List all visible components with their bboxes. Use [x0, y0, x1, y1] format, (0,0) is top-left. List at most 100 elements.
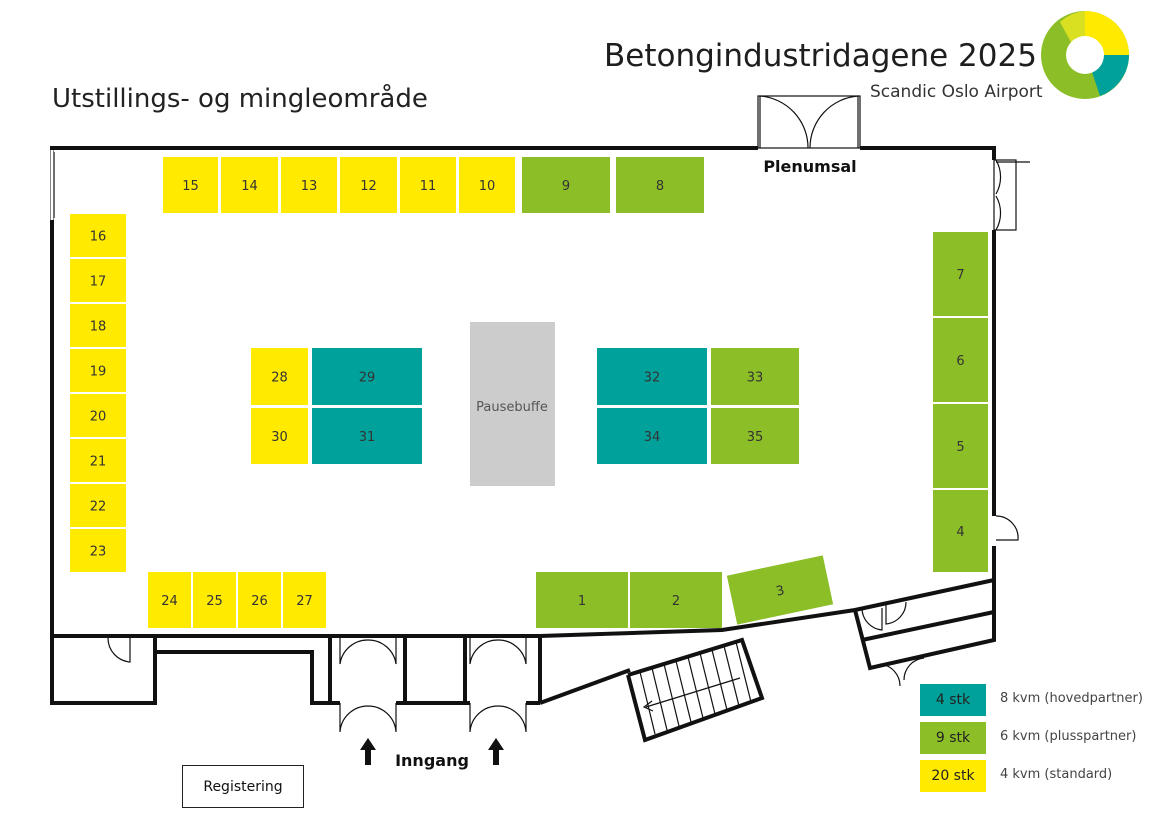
event-title: Betongindustridagene 2025: [604, 38, 1037, 74]
booth-12[interactable]: 12: [340, 157, 397, 213]
booth-31[interactable]: 31: [312, 408, 422, 464]
booth-rect: [536, 572, 628, 628]
booth-10[interactable]: 10: [459, 157, 515, 213]
booth-rect: [726, 555, 834, 625]
booth-15[interactable]: 15: [163, 157, 218, 213]
booth-rect: [221, 157, 278, 213]
arrow-up-icon: [360, 738, 376, 765]
doors: [50, 95, 1030, 733]
booth-number: 13: [301, 179, 318, 194]
staircase: [639, 641, 752, 735]
booth-4[interactable]: 4: [933, 490, 988, 572]
booth-rect: [70, 394, 126, 437]
booth-number: 27: [296, 594, 313, 609]
booth-5[interactable]: 5: [933, 404, 988, 488]
booth-rect: [70, 259, 126, 302]
booth-35[interactable]: 35: [711, 408, 799, 464]
booth-29[interactable]: 29: [312, 348, 422, 405]
booth-rect: [933, 404, 988, 488]
booth-rect: [459, 157, 515, 213]
buffet-label: Pausebuffe: [476, 400, 548, 415]
booth-6[interactable]: 6: [933, 318, 988, 402]
legend-label: 4 kvm (standard): [1000, 767, 1113, 782]
booth-rect: [193, 572, 236, 628]
booth-26[interactable]: 26: [238, 572, 281, 628]
legend-item-main-partner: 4 stk 8 kvm (hovedpartner): [920, 684, 1150, 716]
booth-7[interactable]: 7: [933, 232, 988, 316]
booth-17[interactable]: 17: [70, 259, 126, 302]
registration-desk: Registering: [182, 765, 304, 808]
booth-1[interactable]: 1: [536, 572, 628, 628]
booth-number: 23: [90, 545, 107, 560]
booth-rect: [933, 232, 988, 316]
legend-chip: 20 stk: [920, 760, 986, 792]
booth-8[interactable]: 8: [616, 157, 704, 213]
booth-9[interactable]: 9: [522, 157, 610, 213]
booth-number: 4: [956, 525, 964, 540]
legend-label: 6 kvm (plusspartner): [1000, 729, 1137, 744]
booth-11[interactable]: 11: [400, 157, 456, 213]
booth-28[interactable]: 28: [251, 348, 308, 405]
booth-24[interactable]: 24: [148, 572, 191, 628]
booth-number: 35: [747, 430, 764, 445]
booth-33[interactable]: 33: [711, 348, 799, 405]
booth-number: 9: [562, 179, 570, 194]
booth-number: 16: [90, 230, 107, 245]
legend-item-standard: 20 stk 4 kvm (standard): [920, 760, 1150, 792]
booth-number: 17: [90, 275, 107, 290]
booth-16[interactable]: 16: [70, 214, 126, 257]
booth-rect: [70, 439, 126, 482]
booth-rect: [70, 529, 126, 572]
booth-number: 31: [359, 430, 376, 445]
booth-number: 1: [578, 594, 586, 609]
booth-18[interactable]: 18: [70, 304, 126, 347]
booth-number: 28: [271, 371, 288, 386]
booth-number: 21: [90, 455, 107, 470]
booth-number: 2: [672, 594, 680, 609]
booth-27[interactable]: 27: [283, 572, 326, 628]
booth-21[interactable]: 21: [70, 439, 126, 482]
booth-rect: [163, 157, 218, 213]
booth-rect: [597, 348, 707, 405]
booth-number: 29: [359, 371, 376, 386]
booth-3[interactable]: 3: [726, 555, 834, 625]
booth-number: 34: [644, 430, 661, 445]
entrance-label: Inngang: [395, 751, 469, 770]
booth-rect: [400, 157, 456, 213]
legend-label: 8 kvm (hovedpartner): [1000, 691, 1143, 706]
booth-30[interactable]: 30: [251, 408, 308, 464]
booth-2[interactable]: 2: [630, 572, 722, 628]
booth-number: 33: [747, 371, 764, 386]
venue-name: Scandic Oslo Airport: [870, 82, 1043, 102]
booth-number: 22: [90, 500, 107, 515]
booth-rect: [281, 157, 337, 213]
booth-number: 30: [271, 430, 288, 445]
legend-chip: 4 stk: [920, 684, 986, 716]
booth-25[interactable]: 25: [193, 572, 236, 628]
booth-22[interactable]: 22: [70, 484, 126, 527]
booth-23[interactable]: 23: [70, 529, 126, 572]
booth-rect: [933, 490, 988, 572]
booth-19[interactable]: 19: [70, 349, 126, 392]
event-logo-icon: [1041, 11, 1129, 99]
booth-34[interactable]: 34: [597, 408, 707, 464]
booth-rect: [70, 304, 126, 347]
booth-number: 7: [956, 268, 964, 283]
booth-20[interactable]: 20: [70, 394, 126, 437]
booth-number: 19: [90, 365, 107, 380]
booth-32[interactable]: 32: [597, 348, 707, 405]
booth-13[interactable]: 13: [281, 157, 337, 213]
booth-14[interactable]: 14: [221, 157, 278, 213]
booth-rect: [522, 157, 610, 213]
booth-number: 12: [360, 179, 377, 194]
booth-rect: [933, 318, 988, 402]
booth-rect: [340, 157, 397, 213]
entry-arrows: [360, 738, 504, 765]
booth-number: 32: [644, 371, 661, 386]
booth-rect: [630, 572, 722, 628]
booth-rect: [711, 408, 799, 464]
plenumsal-label: Plenumsal: [763, 157, 856, 176]
booth-rect: [251, 408, 308, 464]
